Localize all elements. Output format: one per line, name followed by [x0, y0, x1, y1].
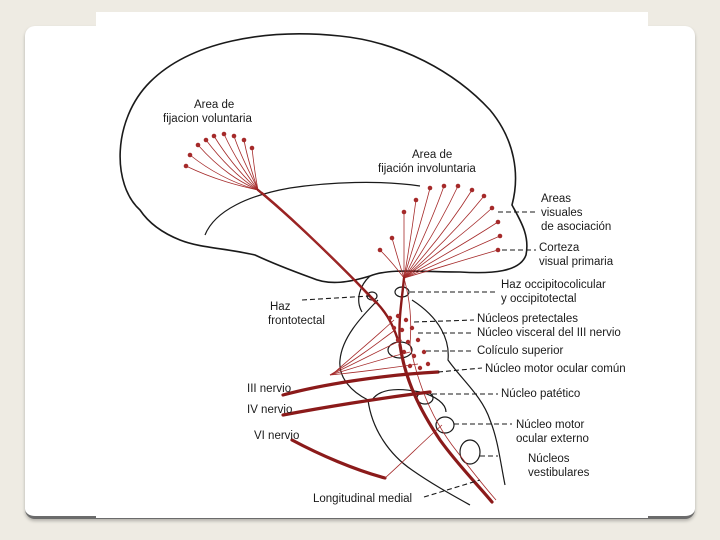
label-leader-lines — [301, 211, 538, 498]
label-primary-visual-line2: visual primaria — [539, 256, 614, 268]
label-occipitocollicular-line2: y occipitotectal — [501, 293, 576, 305]
figure-panel — [96, 12, 648, 518]
mlf-secondary — [409, 344, 497, 501]
brainstem-posterior-outline — [411, 299, 506, 486]
voluntary-fixation-fibers — [183, 131, 400, 342]
pons-outline — [371, 389, 447, 413]
label-primary-visual-line1: Corteza — [539, 242, 580, 254]
label-vestibular-line2: vestibulares — [528, 467, 590, 479]
label-visual-assoc-line1: Areas — [541, 193, 571, 205]
label-pretectal: Núcleos pretectales — [477, 313, 578, 325]
label-abducens-line2: ocular externo — [516, 433, 589, 445]
label-frontotectal-line1: Haz — [270, 301, 291, 313]
vestibular-nuclei-outline — [459, 439, 481, 465]
label-occipitocollicular-line1: Haz occipitocolicular — [501, 279, 606, 291]
label-visual-assoc-line3: de asociación — [541, 221, 611, 233]
involuntary-fixation-fibers — [377, 183, 503, 347]
nerve-vi-trunk — [290, 438, 387, 480]
nerve-iii-fibers — [329, 319, 419, 376]
label-voluntary-area-line1: Area de — [194, 99, 234, 111]
label-oculomotor-nucleus: Núcleo motor ocular común — [485, 363, 626, 375]
label-nerve-vi: VI nervio — [254, 430, 299, 442]
label-involuntary-area-line1: Area de — [412, 149, 452, 161]
cerebellum-outline — [358, 275, 371, 313]
label-frontotectal-line2: frontotectal — [268, 315, 325, 327]
label-trochlear-nucleus: Núcleo patético — [501, 388, 580, 400]
label-vestibular-line1: Núcleos — [528, 453, 570, 465]
nerve-iii-trunk — [281, 370, 440, 397]
label-nerve-iv: IV nervio — [247, 404, 292, 416]
nerve-iv-trunk — [281, 390, 432, 417]
label-voluntary-area-line2: fijacion voluntaria — [163, 113, 252, 125]
label-abducens-line1: Núcleo motor — [516, 419, 585, 431]
label-medial-longitudinal: Longitudinal medial — [313, 493, 412, 505]
cerebral-cortex-outline — [119, 33, 528, 284]
label-nerve-iii: III nervio — [247, 383, 291, 395]
label-visceral-iii: Núcleo visceral del III nervio — [477, 327, 621, 339]
label-visual-assoc-line2: visuales — [541, 207, 583, 219]
temporal-lobe-outline — [204, 181, 421, 236]
label-superior-colliculus: Colículo superior — [477, 345, 563, 357]
label-involuntary-area-line2: fijación involuntaria — [378, 163, 476, 175]
nerve-vi-root — [384, 424, 443, 479]
abducens-nucleus-outline — [435, 416, 455, 434]
brainstem-nuclei-dots — [387, 313, 431, 371]
